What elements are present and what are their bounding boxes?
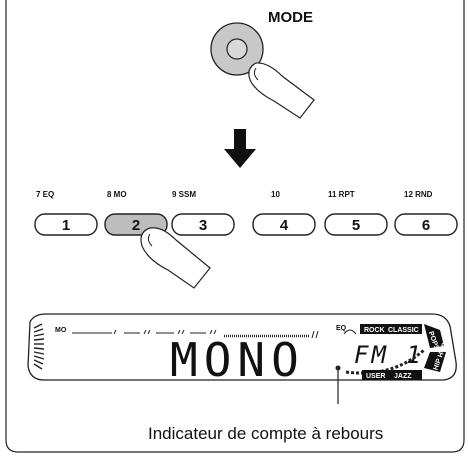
mode-button[interactable] (210, 22, 264, 76)
eq-mode-rock: ROCK (364, 327, 385, 334)
mode-button-label: MODE (268, 9, 313, 26)
preset-number-1: 1 (62, 217, 70, 234)
preset-number-3: 3 (199, 217, 207, 234)
eq-curve-icon (343, 329, 357, 335)
down-arrow-icon (224, 129, 256, 168)
callout-dot (335, 365, 341, 371)
mo-indicator: MO (55, 327, 67, 334)
level-meter-icon (33, 323, 45, 370)
eq-mode-pops-tab (424, 324, 444, 348)
preset-number-6: 6 (422, 217, 430, 234)
preset-button-5[interactable] (324, 213, 388, 236)
preset-button-row: 7 EQ 1 8 MO 2 9 SSM 3 10 4 11 RPT 5 12 R… (34, 190, 458, 236)
finger-icon (140, 227, 211, 289)
finger-icon (248, 62, 315, 119)
eq-mode-hiphop-tab (424, 352, 446, 372)
lcd-display: MO MONO EQ FM 1 ROCK CLASSIC POPS HIP HO… (27, 313, 457, 387)
diagram-frame (5, 0, 465, 453)
preset-label-3: 9 SSM (172, 190, 196, 199)
eq-mode-user: USER (366, 373, 385, 380)
eq-mode-bar-bottom (362, 370, 422, 380)
preset-label-5: 11 RPT (328, 190, 355, 199)
preset-number-5: 5 (352, 217, 360, 234)
lcd-main-text: MONO (170, 333, 305, 387)
preset-button-1[interactable] (34, 213, 98, 236)
preset-number-2: 2 (132, 217, 140, 234)
eq-mode-jazz: JAZZ (394, 373, 412, 380)
countdown-indicator-icon (345, 348, 425, 375)
preset-button-4[interactable] (252, 213, 316, 236)
segment-bar-icon (72, 329, 319, 339)
lcd-band-text: FM 1 (354, 341, 424, 369)
preset-button-3[interactable] (171, 213, 235, 236)
preset-number-4: 4 (280, 217, 289, 234)
eq-mode-classic: CLASSIC (388, 327, 419, 334)
preset-label-4: 10 (271, 190, 280, 199)
countdown-caption: Indicateur de compte à rebours (148, 424, 383, 443)
preset-button-6[interactable] (394, 213, 458, 236)
preset-label-6: 12 RND (404, 190, 433, 199)
eq-mode-bar-top (360, 324, 422, 334)
eq-indicator: EQ (336, 325, 347, 332)
preset-label-2: 8 MO (107, 190, 127, 199)
preset-label-1: 7 EQ (36, 190, 54, 199)
